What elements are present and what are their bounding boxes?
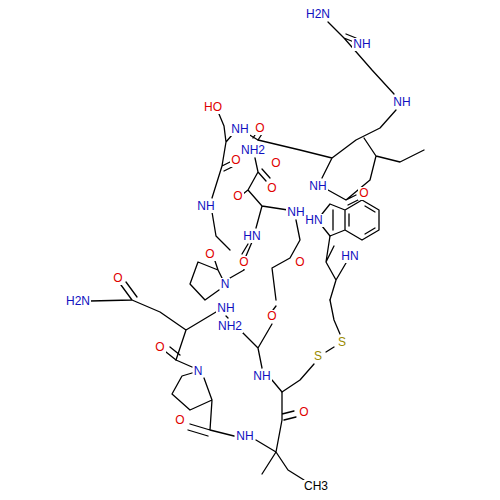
atom-label: O: [204, 248, 215, 261]
atom-label: O: [266, 182, 277, 195]
atom-label: O: [230, 154, 241, 167]
isoleucine-lower: [256, 392, 304, 480]
atom-label: HN: [242, 230, 261, 243]
atom-label: S: [313, 350, 323, 363]
atom-label: O: [298, 406, 309, 419]
atom-label: N: [193, 365, 204, 378]
arginine-bonds: [248, 22, 396, 178]
atom-label: O: [238, 256, 249, 269]
atom-label: HN: [304, 214, 323, 227]
cystine-bridge: [240, 300, 340, 392]
serine-bonds: [212, 114, 232, 198]
atom-label: O: [232, 190, 243, 203]
tryptophan-chain: [272, 220, 346, 310]
proline-ring-lower: [166, 347, 234, 436]
atom-label: CH3: [303, 480, 329, 493]
proline-ring: [190, 212, 252, 300]
atom-label: N: [220, 278, 231, 291]
atom-label: NH: [352, 38, 371, 51]
asparagine-side-chain: [90, 282, 228, 360]
isoleucine-bonds: [328, 138, 424, 205]
atom-label: NH: [196, 200, 215, 213]
atom-label: NH: [308, 180, 327, 193]
atom-label: S: [337, 336, 347, 349]
atom-label: NH2: [217, 320, 243, 333]
atom-label: O: [154, 341, 165, 354]
atom-label: O: [294, 256, 305, 269]
atom-label: HO: [203, 101, 223, 114]
atom-label: HN: [340, 250, 359, 263]
atom-label: NH: [230, 123, 249, 136]
atom-label: O: [174, 414, 185, 427]
atom-label: O: [254, 122, 265, 135]
atom-label: O: [266, 310, 277, 323]
atom-label: NH: [252, 370, 271, 383]
atom-label: O: [112, 272, 123, 285]
atom-label: NH: [286, 206, 305, 219]
indole-ring: [322, 200, 379, 240]
atom-label: O: [358, 187, 369, 200]
atom-label: NH: [392, 96, 411, 109]
atom-label: NH: [235, 430, 254, 443]
atom-label: NH: [216, 302, 235, 315]
atom-label: H2N: [65, 295, 91, 308]
atom-label: H2N: [305, 8, 331, 21]
atom-label: O: [270, 157, 281, 170]
atom-label: NH2: [240, 144, 266, 157]
